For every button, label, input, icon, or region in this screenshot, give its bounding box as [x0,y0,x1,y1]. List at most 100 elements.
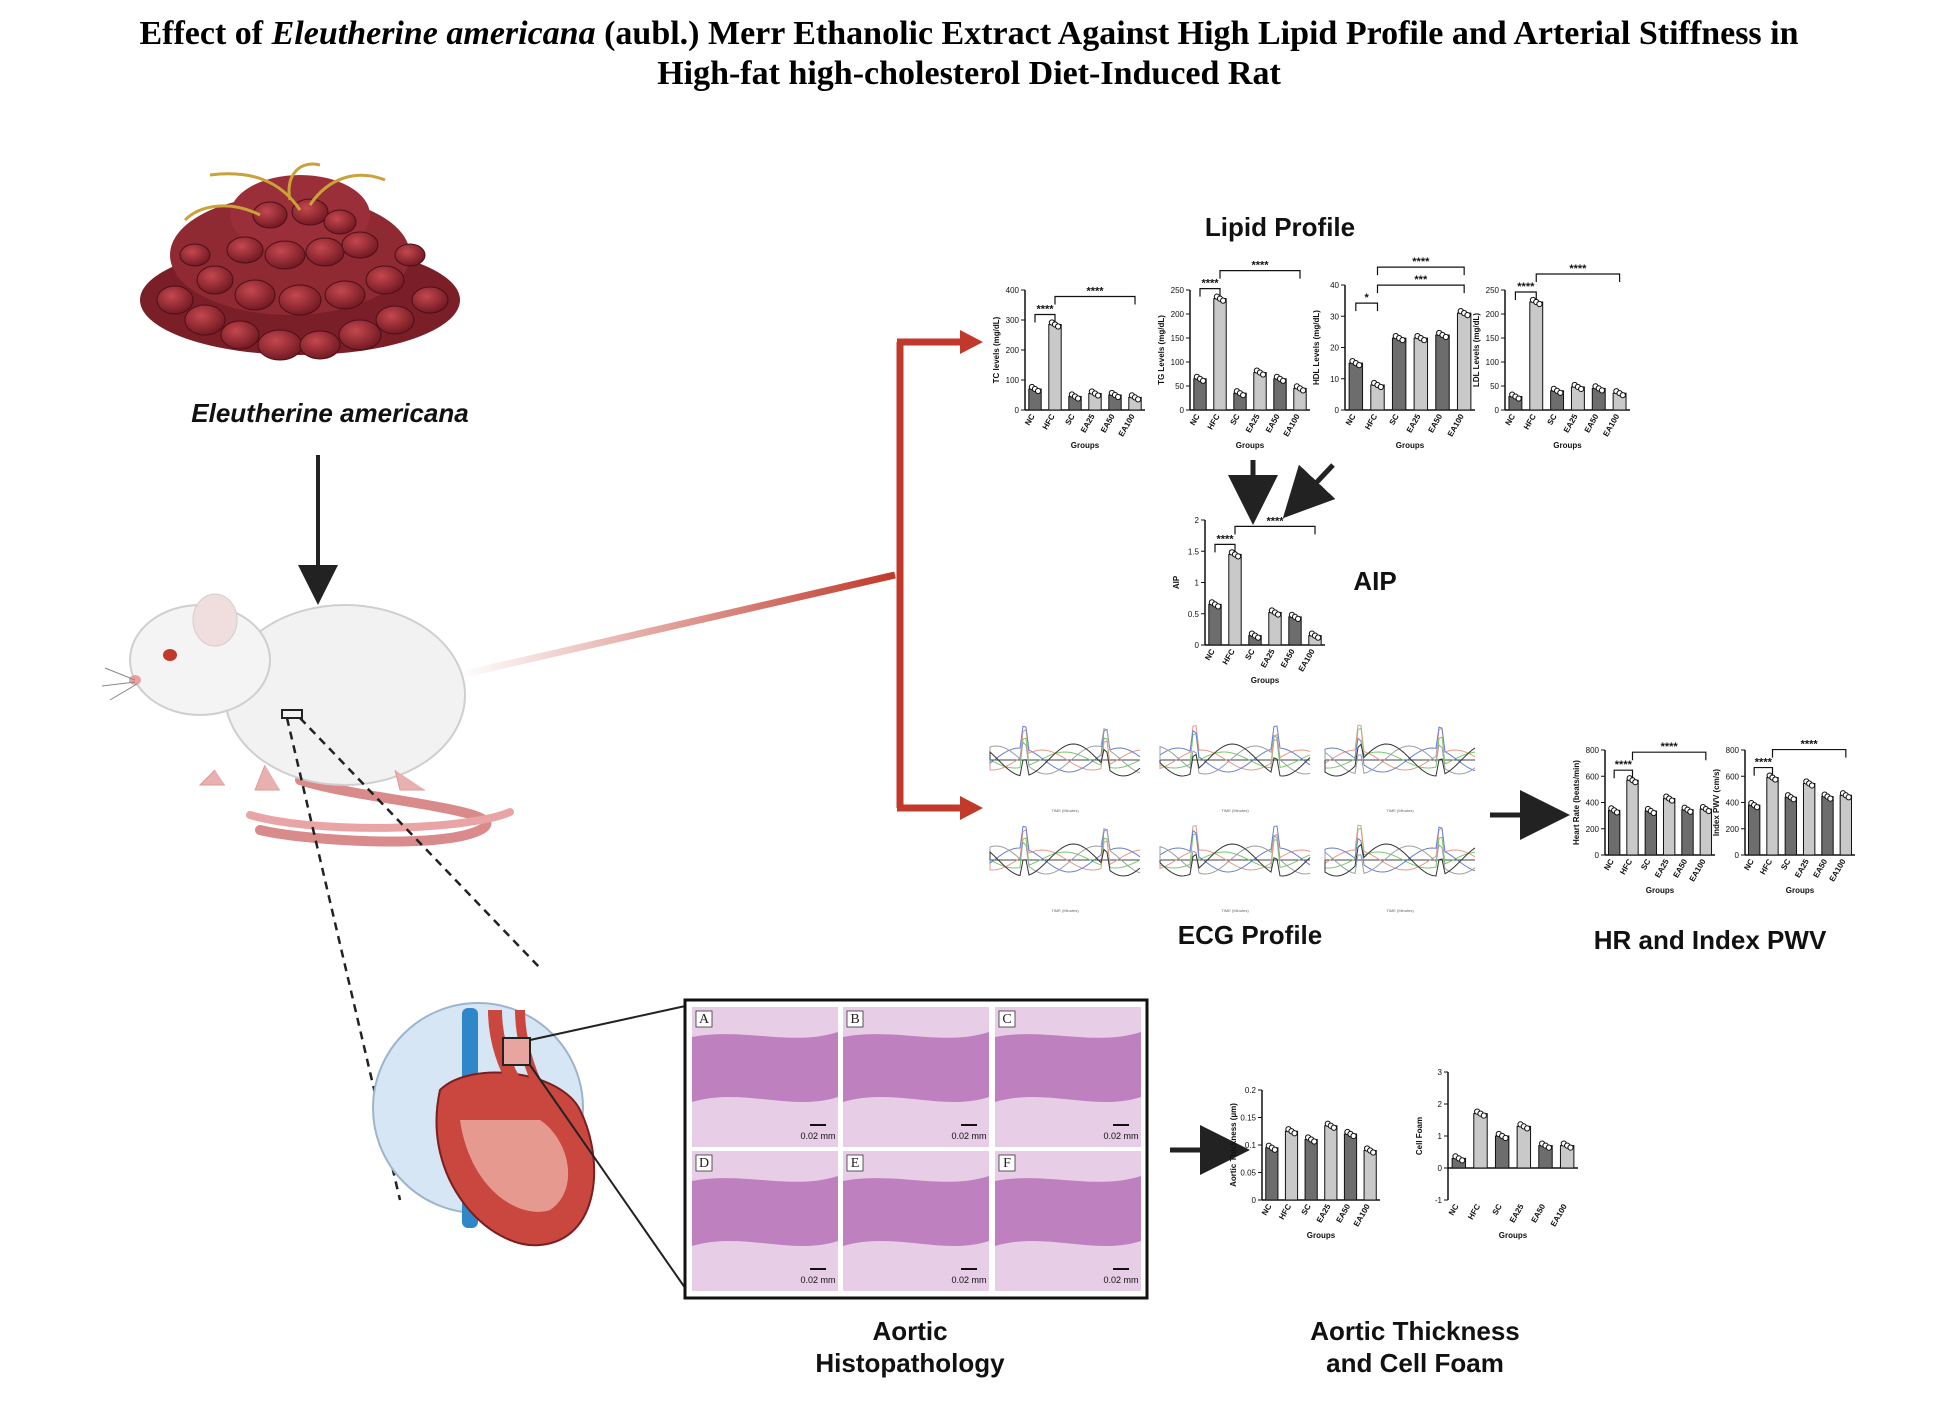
pwv-bar-EA50 [1821,796,1834,856]
pwv-x-label: Groups [1786,886,1815,895]
histology-panel-B: B 0.02 mm [843,1007,989,1147]
scale-bar-label: 0.02 mm [1103,1131,1138,1141]
hdl-category-label: HFC [1363,412,1379,431]
tc-y-tick-label: 0 [1015,406,1020,415]
hdl-significance-label: **** [1412,256,1430,268]
ecg-panel: TIME (Minutes) [1324,724,1476,813]
hr-category-label: EA50 [1671,857,1689,879]
hdl-category-label: EA25 [1405,412,1423,434]
eleutherine-bulbs-image [140,162,460,361]
foam-category-label: SC [1491,1202,1504,1216]
hdl-y-tick-label: 40 [1330,281,1339,290]
hr-bar-EA100 [1699,808,1713,856]
foam-x-label: Groups [1499,1231,1528,1240]
ecg-time-label: TIME (Minutes) [1386,908,1414,913]
tc-significance-bracket [1054,295,1136,305]
panel-letter-box [846,1010,864,1028]
hr-point [1650,809,1657,817]
pwv-bar-NC [1747,804,1761,856]
aip-point [1275,611,1282,618]
pwv-category-label: SC [1779,857,1792,871]
ldl-y-tick-label: 0 [1495,406,1500,415]
hdl-y-tick-label: 30 [1330,312,1339,321]
hr-pwv-label: HR and Index PWV [1593,925,1827,955]
hr-bar-SC [1644,810,1658,856]
pwv-point [1827,795,1834,802]
hdl-y-tick-label: 10 [1330,375,1339,384]
ldl-point [1598,387,1606,394]
ecg-time-label: TIME (Minutes) [1051,808,1079,813]
ecg-trace [1159,843,1311,877]
tg-category-label: EA50 [1264,412,1282,434]
ldl-point [1619,392,1626,399]
hdl-category-label: NC [1344,412,1358,427]
pwv-y-tick-label: 400 [1726,799,1740,808]
tc-point [1055,323,1062,330]
title-line2: High-fat high-cholesterol Diet-Induced R… [657,55,1281,92]
thick-point [1291,1130,1298,1137]
panel-letter: E [851,1156,860,1171]
foam-y-tick-label: 2 [1438,1100,1443,1109]
thick-category-label: EA25 [1315,1202,1333,1224]
rat-image [101,593,514,847]
pwv-significance-label: **** [1801,739,1819,751]
tc-y-tick-label: 300 [1006,316,1020,325]
plant-label: Eleutherine americana [191,398,469,428]
tg-bar-EA25 [1253,372,1267,411]
foam-y-label: Cell Foam [1415,1117,1424,1155]
thick-bar-EA50 [1343,1133,1358,1201]
aortic-wall [843,1032,989,1102]
tg-point [1200,377,1207,384]
hdl-y-label: HDL Levels (mg/dL) [1312,310,1321,385]
arrow-lipid-to-aip-2 [1282,463,1336,519]
hdl-significance-label: * [1365,292,1370,304]
tc-x-label: Groups [1071,441,1100,450]
ldl-y-tick-label: 250 [1486,286,1500,295]
aip-y-tick-label: 1 [1195,579,1200,588]
ldl-significance-bracket [1535,273,1621,282]
hr-point [1668,797,1676,804]
thick-point [1311,1138,1318,1145]
hdl-significance-bracket [1376,266,1465,276]
ldl-category-label: EA25 [1562,412,1580,434]
panel-letter-box [998,1154,1016,1172]
tg-significance-label: **** [1201,278,1219,290]
ecg-trace [989,837,1141,869]
ecg-trace [1159,824,1311,871]
aip-significance-label: **** [1266,515,1284,527]
ecg-trace [1324,726,1476,773]
panel-letter: D [699,1156,709,1171]
zoom-line-histo-top [529,1004,691,1041]
ldl-point [1536,300,1543,308]
ldl-significance-label: **** [1517,281,1535,293]
thick-y-tick-label: 0 [1252,1196,1257,1205]
tg-y-tick-label: 250 [1171,286,1185,295]
ldl-y-tick-label: 100 [1486,358,1500,367]
pwv-y-tick-label: 600 [1726,772,1740,781]
tg-category-label: EA25 [1244,412,1262,434]
hr-y-label: Heart Rate (beats/min) [1572,760,1581,845]
scale-bar-label: 0.02 mm [951,1131,986,1141]
pwv-y-tick-label: 0 [1735,851,1740,860]
aip-significance-bracket [1234,525,1316,535]
histology-panel-C: C0.02 mm [995,1007,1141,1147]
hdl-point [1399,337,1406,344]
panel-letter-box [695,1010,713,1028]
tg-y-tick-label: 200 [1171,310,1185,319]
pwv-y-tick-label: 200 [1726,825,1740,834]
ecg-trace [1324,827,1476,869]
ecg-trace [1324,724,1476,771]
panel-letter: B [850,1012,859,1027]
aortic-wall [995,1176,1141,1246]
ecg-trace [1159,732,1311,769]
aip-category-label: SC [1243,647,1256,661]
tc-point [1095,392,1102,399]
tg-y-label: TG Levels (mg/dL) [1157,315,1166,385]
hr-bar-NC [1607,809,1621,856]
thick-category-label: NC [1260,1202,1274,1217]
pwv-point [1772,776,1779,783]
